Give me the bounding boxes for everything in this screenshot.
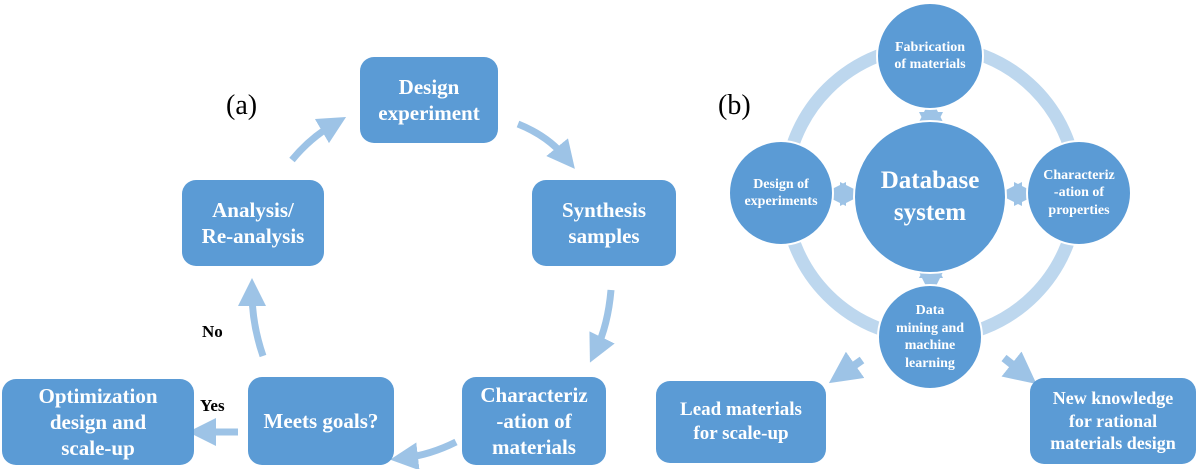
meets-goals-text: Meets goals?	[263, 408, 379, 433]
synthesis-samples-box: Synthesis samples	[532, 180, 676, 266]
data-mining-text: Data mining and machine learning	[895, 303, 965, 371]
arrow-analysis-to-design	[289, 116, 347, 163]
panel-a-label: (a)	[226, 90, 258, 121]
optimization-box: Optimization design and scale-up	[2, 379, 194, 465]
arrow-to-lead-materials	[828, 351, 865, 384]
panel-b-label: (b)	[718, 90, 751, 121]
design-experiment-text: Design experiment	[378, 74, 480, 125]
meets-goals-box: Meets goals?	[248, 377, 394, 465]
arrow-meets-to-analysis	[238, 278, 267, 358]
design-of-experiments-text: Design of experiments	[744, 176, 818, 210]
lead-materials-box: Lead materials for scale-up	[656, 381, 826, 463]
arrow-synthesis-to-characterization	[589, 289, 615, 363]
synthesis-samples-text: Synthesis samples	[561, 197, 647, 248]
arrow-design-to-synthesis	[516, 120, 575, 169]
analysis-text: Analysis/ Re-analysis	[201, 197, 305, 248]
no-label: No	[202, 322, 223, 341]
characterization-materials-box: Characteriz -ation of materials	[462, 377, 606, 465]
design-experiment-box: Design experiment	[360, 57, 498, 143]
yes-label: Yes	[200, 396, 225, 415]
arrow-characterization-to-meets	[390, 438, 458, 469]
characterization-properties-circle: Characteriz -ation of properties	[1026, 140, 1132, 246]
analysis-box: Analysis/ Re-analysis	[182, 180, 324, 266]
design-of-experiments-circle: Design of experiments	[728, 140, 834, 246]
characterization-properties-text: Characteriz -ation of properties	[1043, 167, 1115, 218]
fabrication-circle: Fabrication of materials	[876, 2, 984, 110]
arrow-to-new-knowledge	[1001, 351, 1037, 384]
optimization-text: Optimization design and scale-up	[38, 383, 158, 461]
lead-materials-text: Lead materials for scale-up	[680, 399, 802, 444]
data-mining-circle: Data mining and machine learning	[877, 284, 983, 390]
fabrication-text: Fabrication of materials	[894, 39, 966, 73]
new-knowledge-box: New knowledge for rational materials des…	[1030, 378, 1196, 464]
new-knowledge-text: New knowledge for rational materials des…	[1050, 388, 1176, 454]
characterization-materials-text: Characteriz -ation of materials	[480, 382, 588, 460]
database-system-text: Database system	[880, 166, 980, 227]
database-system-circle: Database system	[853, 120, 1007, 274]
